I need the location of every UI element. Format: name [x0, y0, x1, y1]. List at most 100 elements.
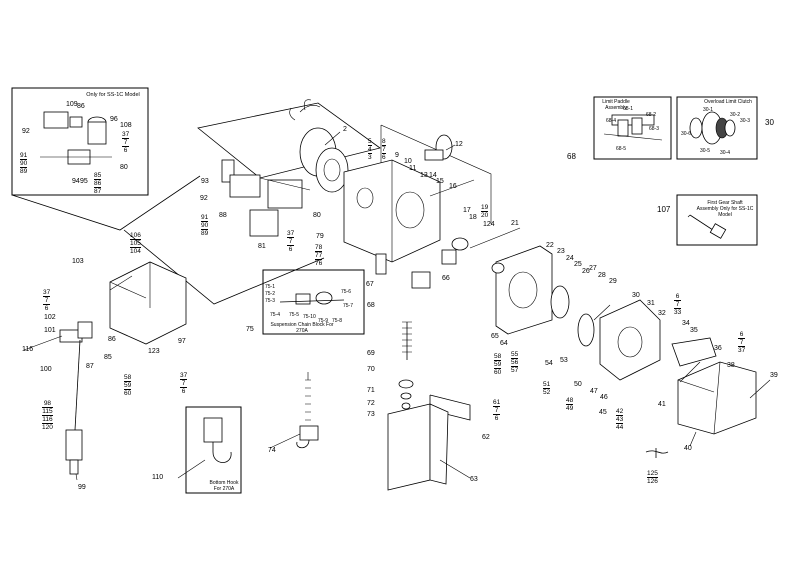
part-label-32: 32: [658, 310, 666, 317]
bottom-hook-inset-frame: [185, 406, 242, 494]
subpart-30-2: 30-2: [730, 112, 741, 118]
part-label-74: 74: [268, 447, 276, 454]
part-label-72: 72: [367, 400, 375, 407]
part-label-2: 2: [343, 126, 347, 133]
part-label-109: 109: [66, 101, 78, 108]
pendant-box-part: [109, 261, 187, 345]
control-tray-outline: [197, 102, 381, 179]
subpart-30-6: 30-6: [681, 131, 692, 137]
subpart-75-3: 75-3: [265, 298, 276, 304]
part-label-68-main: 68: [367, 302, 375, 309]
part-label-34: 34: [682, 320, 690, 327]
part-label-54: 54: [545, 360, 553, 367]
part-label-110: 110: [152, 474, 164, 481]
part-label-123: 123: [148, 348, 160, 355]
bottom-hook-part: [296, 372, 319, 449]
part-label-16: 16: [449, 183, 457, 190]
part-label-13: 13: [420, 172, 428, 179]
first-gear-shaft-title: First Gear Shaft Assembly Only for SS-1C…: [696, 200, 754, 218]
part-label-73: 73: [367, 411, 375, 418]
suspension-block-inset-frame: [262, 269, 365, 335]
frame-outline-top: [380, 124, 492, 224]
part-label-45: 45: [599, 409, 607, 416]
part-label-85: 85: [104, 354, 112, 361]
part-label-17: 17: [463, 207, 471, 214]
part-label-71: 71: [367, 387, 375, 394]
load-chain-parts: [398, 321, 414, 410]
part-label-40: 40: [684, 445, 692, 452]
part-label-29: 29: [609, 278, 617, 285]
part-label-62: 62: [482, 434, 490, 441]
subpart-75-10: 75-10: [303, 314, 316, 320]
part-label-30-inset: 30: [765, 118, 774, 127]
ss1c-inset-frame: [11, 87, 149, 196]
part-label-67: 67: [366, 281, 374, 288]
part-label-79: 79: [316, 233, 324, 240]
ss1c-inset-title: Only for SS-1C Model: [86, 92, 140, 98]
subpart-68-4: 68-4: [606, 118, 617, 124]
part-label-46: 46: [600, 394, 608, 401]
subpart-75-4: 75-4: [270, 312, 281, 318]
part-label-18: 18: [469, 214, 477, 221]
bottom-hook-title: Bottom Hook For 270A: [209, 480, 239, 492]
part-label-108: 108: [120, 122, 132, 129]
part-label-11: 11: [409, 165, 417, 172]
part-label-26: 26: [582, 268, 590, 275]
part-label-14: 14: [429, 172, 437, 179]
subpart-75-1: 75-1: [265, 284, 276, 290]
part-label-53: 53: [560, 357, 568, 364]
part-label-15: 15: [436, 178, 444, 185]
part-label-39: 39: [770, 372, 778, 379]
overload-clutch-parts: [689, 111, 736, 145]
pendant-cable-parts: [59, 321, 93, 475]
part-label-63: 63: [470, 476, 478, 483]
ss1c-parts: [40, 111, 112, 165]
part-label-64: 64: [500, 340, 508, 347]
part-label-35: 35: [690, 327, 698, 334]
subpart-75-7: 75-7: [343, 303, 354, 309]
subpart-75-5: 75-5: [289, 312, 300, 318]
control-tray-lower-outline: [123, 229, 325, 305]
part-label-24: 24: [566, 255, 574, 262]
part-label-97: 97: [178, 338, 186, 345]
part-label-27: 27: [589, 265, 597, 272]
part-label-31: 31: [647, 300, 655, 307]
cable-tie-part: [645, 448, 669, 458]
part-label-12: 12: [455, 141, 463, 148]
suspension-block-parts: [279, 291, 345, 305]
subpart-75-9: 75-9: [318, 318, 329, 324]
part-label-10: 10: [404, 158, 412, 165]
subpart-75-6: 75-6: [341, 289, 352, 295]
part-label-102: 102: [44, 314, 56, 321]
part-label-25: 25: [574, 261, 582, 268]
end-cover-part: [677, 361, 757, 435]
first-gear-shaft-inset-frame: [676, 194, 758, 246]
first-gear-shaft-part: [689, 214, 727, 239]
limit-components: [375, 237, 469, 289]
part-label-47: 47: [590, 388, 598, 395]
part-label-41: 41: [658, 401, 666, 408]
subpart-30-4: 30-4: [720, 150, 731, 156]
part-label-124: 124: [483, 221, 495, 228]
chain-bag-part: [387, 394, 471, 491]
part-label-68-inset: 68: [567, 152, 576, 161]
part-label-95: 95: [80, 178, 88, 185]
